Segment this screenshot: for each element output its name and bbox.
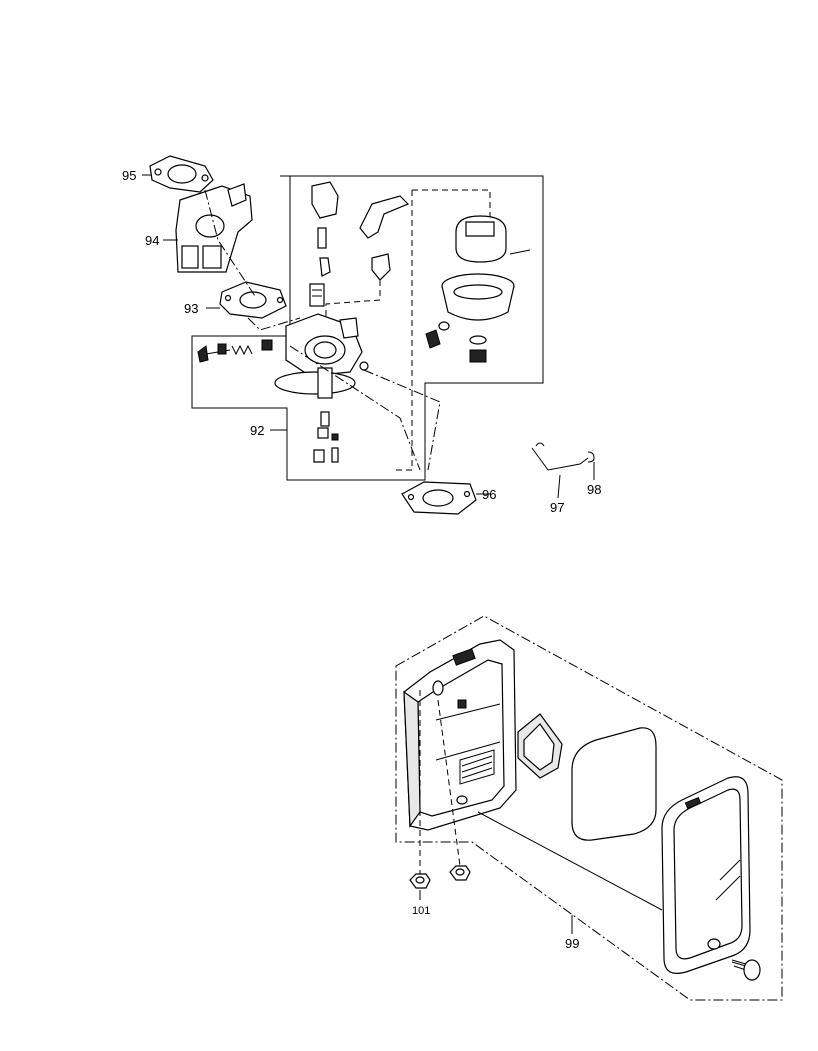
nut-101-left: [409, 873, 431, 889]
callout-96: 96: [482, 487, 496, 502]
alignment-line: [412, 189, 491, 220]
alignment-line: [289, 345, 421, 471]
fuel-hose-97: [531, 442, 589, 471]
idle-screw: [197, 339, 273, 363]
alignment-line: [477, 811, 663, 911]
float-assembly: [455, 215, 531, 263]
gasket-96: [401, 481, 477, 515]
callout-99: 99: [565, 936, 579, 951]
carburetor-body: [274, 313, 369, 399]
gasket-93: [219, 281, 287, 319]
alignment-line: [396, 190, 413, 471]
insulator-94: [175, 183, 253, 273]
float-bowl: [441, 273, 515, 321]
callout-101: 101: [412, 905, 430, 917]
choke-parts: [309, 181, 339, 307]
alignment-line: [247, 317, 301, 331]
callout-95: 95: [122, 168, 136, 183]
drain-bolt: [469, 335, 487, 363]
air-cleaner-cover: [661, 776, 751, 974]
callout-98: 98: [587, 482, 601, 497]
alignment-line: [325, 280, 381, 318]
hose-clip-98: [587, 451, 595, 463]
nut-101-right: [449, 865, 471, 881]
gasket-95: [149, 155, 214, 193]
callout-93: 93: [184, 301, 198, 316]
callout-94: 94: [145, 233, 159, 248]
bowl-screw: [425, 321, 450, 349]
wing-bolt: [731, 959, 761, 981]
callout-97: 97: [550, 500, 564, 515]
group-outline-92: [191, 175, 544, 481]
leader-97: [557, 474, 561, 499]
alignment-line: [204, 189, 256, 297]
filter-element: [571, 727, 657, 841]
throttle-lever: [359, 195, 410, 281]
group-outline-99: [395, 615, 783, 1001]
main-jet: [313, 411, 339, 463]
alignment-line: [437, 699, 461, 867]
air-cleaner-case: [403, 639, 517, 831]
alignment-line: [363, 369, 441, 471]
callout-92: 92: [250, 423, 264, 438]
breather-plate: [517, 713, 563, 779]
